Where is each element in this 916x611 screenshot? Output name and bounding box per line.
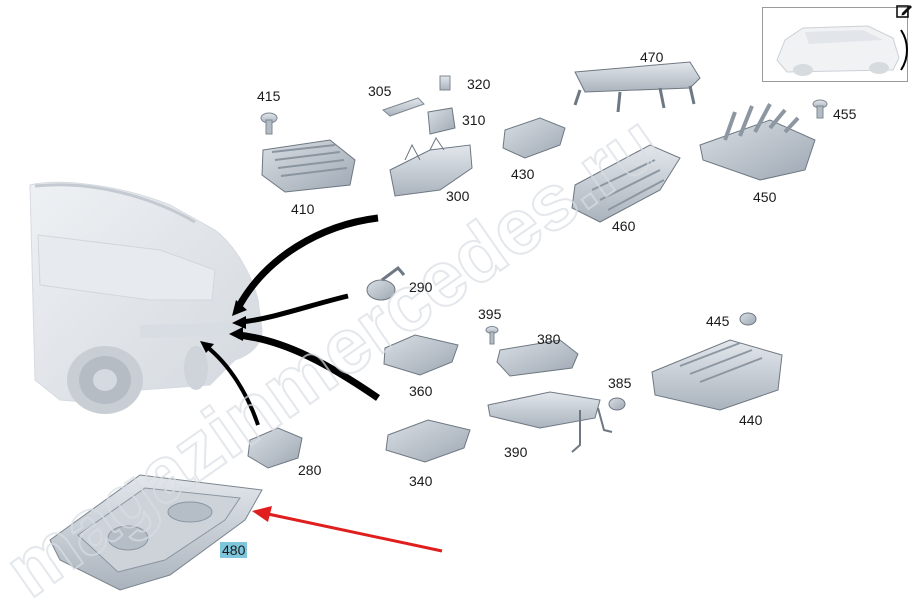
part-280-module — [247, 427, 303, 469]
part-390-bracket — [487, 391, 613, 453]
part-label-430[interactable]: 430 — [511, 166, 535, 182]
part-label-410[interactable]: 410 — [291, 201, 315, 217]
part-label-310[interactable]: 310 — [462, 112, 486, 128]
part-300-fusebox — [389, 137, 473, 197]
part-385-nut — [608, 397, 626, 411]
part-470-bracket — [573, 61, 701, 113]
part-label-480-selected[interactable]: 480 — [220, 542, 248, 558]
part-label-395[interactable]: 395 — [478, 306, 502, 322]
part-305-bracket — [382, 97, 425, 117]
part-label-385[interactable]: 385 — [608, 375, 632, 391]
part-480-storage-tray — [49, 474, 263, 591]
vehicle-thumbnail[interactable] — [762, 7, 908, 82]
vehicle-illustration — [29, 181, 263, 414]
thumbnail-car-icon — [776, 25, 908, 76]
part-label-445[interactable]: 445 — [706, 313, 730, 329]
part-label-340[interactable]: 340 — [409, 473, 433, 489]
part-label-415[interactable]: 415 — [257, 88, 281, 104]
part-450-heatsink — [699, 103, 816, 181]
part-label-450[interactable]: 450 — [753, 189, 777, 205]
part-360-module — [383, 334, 459, 376]
part-440-housing — [651, 339, 783, 411]
part-label-280[interactable]: 280 — [298, 462, 322, 478]
part-290-sensor — [366, 265, 406, 301]
part-label-300[interactable]: 300 — [446, 188, 470, 204]
part-395-screw — [485, 326, 499, 345]
edit-icon[interactable] — [895, 2, 913, 20]
part-340-module — [385, 419, 471, 463]
part-label-360[interactable]: 360 — [409, 383, 433, 399]
part-label-440[interactable]: 440 — [739, 412, 763, 428]
part-label-455[interactable]: 455 — [833, 106, 857, 122]
red-pointer-arrow — [252, 506, 443, 553]
part-label-460[interactable]: 460 — [612, 218, 636, 234]
part-label-305[interactable]: 305 — [368, 83, 392, 99]
connector-arrows — [204, 214, 380, 426]
part-445-nut — [739, 312, 757, 326]
part-380-module — [496, 339, 579, 377]
part-415-screw — [260, 112, 278, 135]
part-label-380[interactable]: 380 — [537, 331, 561, 347]
part-410-amplifier — [261, 139, 356, 193]
part-label-470[interactable]: 470 — [640, 49, 664, 65]
part-310-relay — [427, 107, 456, 135]
part-label-320[interactable]: 320 — [467, 76, 491, 92]
part-label-290[interactable]: 290 — [409, 279, 433, 295]
part-label-390[interactable]: 390 — [504, 444, 528, 460]
part-455-screw — [812, 99, 828, 119]
part-460-tray — [571, 144, 681, 223]
arrowheads — [200, 300, 247, 353]
part-320-fuse — [439, 75, 451, 91]
part-430-module — [502, 117, 566, 159]
